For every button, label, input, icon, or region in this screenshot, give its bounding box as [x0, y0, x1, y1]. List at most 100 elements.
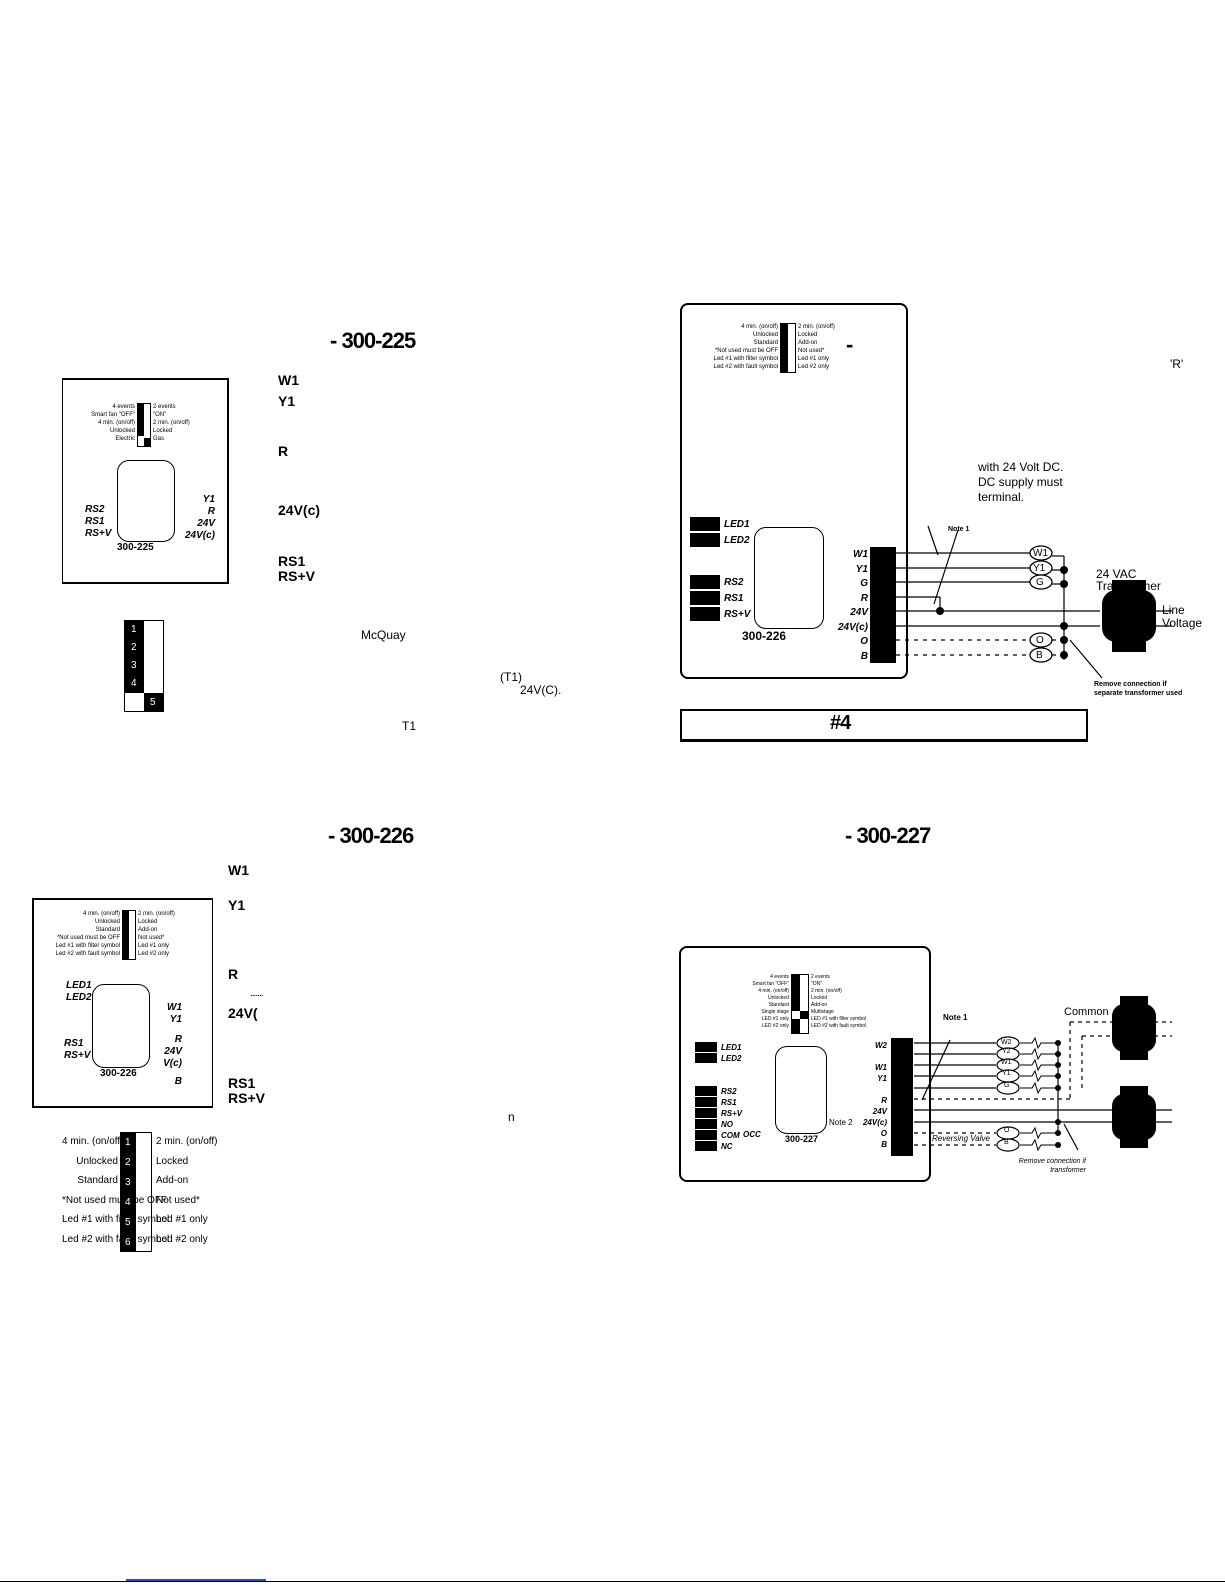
- dip-left-labels: 4 min. (on/off) Unlocked Standard *Not u…: [62, 1136, 170, 1245]
- dip-switch-block: [791, 974, 809, 1034]
- thermostat-panel-226: 4 min. (on/off) Unlocked Standard *Not u…: [32, 898, 213, 1108]
- figure4-thermostat: 4 min. (on/off) Unlocked Standard *Not u…: [680, 303, 908, 679]
- term-rs1: RS1: [228, 1075, 256, 1091]
- occ-label: OCC: [743, 1130, 761, 1139]
- wire-label-o-227: O: [1004, 1127, 1010, 1134]
- wire-label-g-227: G: [1004, 1082, 1010, 1089]
- wire-label-b-227: B: [1004, 1139, 1009, 1146]
- dip-switch-block: [122, 910, 136, 960]
- switch-right-labels: 2 events "ON" 2 min. (on/off) Locked Gas: [153, 404, 190, 442]
- dc-note-text: with 24 Volt DC. DC supply must terminal…: [978, 460, 1064, 504]
- term-y1: Y1: [278, 393, 296, 409]
- terminal-strip: [891, 1038, 913, 1156]
- header-dash: -: [846, 332, 853, 357]
- term-rsv: RS+V: [278, 568, 315, 584]
- switch-left-labels: 4 events Smart fan "OFF" 4 min. (on/off)…: [91, 404, 135, 442]
- thermostat-display: [775, 1046, 827, 1134]
- transformer-label: 24 VAC Transformer: [1096, 567, 1161, 593]
- figure4-wires: [896, 525, 1172, 679]
- switch-right-labels: 2 min. (on/off) Locked Add-on Not used* …: [798, 324, 835, 370]
- right-terminal-labels: W1 Y1 R 24V V(c) B: [163, 1002, 182, 1087]
- wire-labels-227: W2: [1001, 1039, 1012, 1046]
- thermostat-panel-225: 4 events Smart fan "OFF" 4 min. (on/off)…: [62, 378, 229, 584]
- wire-label-y1-227: Y1: [1002, 1070, 1011, 1077]
- term-w1: W1: [228, 862, 249, 878]
- dip-switch-detail-225: 1 2 3 4 5: [124, 620, 164, 712]
- right-terminal-labels: W1 Y1 G R 24V 24V(c) O B: [837, 549, 868, 662]
- wire-label-b: B: [1036, 650, 1043, 661]
- note-24vc: 24V(C).: [520, 683, 562, 697]
- figure-caption-box: #4: [680, 709, 1088, 742]
- dotted-stray: .......: [250, 988, 263, 999]
- rs-labels: RS2 RS1 RS+V: [724, 577, 751, 620]
- model-header-225: - 300-225: [330, 328, 416, 353]
- led-labels: LED1 LED2: [721, 1043, 742, 1063]
- note-t1-paren: (T1): [500, 670, 522, 684]
- thermostat-display: [117, 460, 175, 542]
- rs-labels: RS2 RS1 RS+V NO COM NC: [721, 1087, 743, 1151]
- transformer-icon-lower: [1112, 1086, 1156, 1148]
- terminal-strip: [870, 547, 896, 663]
- term-24vc: 24V(c): [278, 502, 321, 518]
- right-terminal-labels: W2 W1 Y1 R 24V 24V(c) O B: [862, 1041, 887, 1149]
- r-quote: 'R': [1170, 357, 1184, 371]
- model-label: 300-226: [742, 629, 787, 643]
- term-w1: W1: [278, 372, 299, 388]
- footer-link-underline[interactable]: [126, 1579, 266, 1581]
- rs-terminals: [690, 575, 720, 621]
- wire-label-y1: Y1: [1033, 563, 1046, 574]
- thermostat-display: [754, 527, 824, 629]
- dip-switch-block: [137, 403, 151, 447]
- model-header-226: - 300-226: [328, 823, 414, 848]
- wire-label-g: G: [1036, 577, 1044, 588]
- term-y1: Y1: [228, 897, 246, 913]
- switch-right-labels: 2 min. (on/off) Locked Add-on Not used* …: [138, 911, 175, 957]
- reversing-valve-label: Reversing Valve: [932, 1134, 990, 1143]
- dip-right-labels: 2 min. (on/off) Locked Add-on Not used* …: [156, 1136, 218, 1245]
- remove-connection-note: Remove connection if separate transforme…: [1094, 681, 1183, 697]
- transformer-icon: [1102, 580, 1156, 652]
- led-terminals: [695, 1042, 717, 1063]
- switch-left-labels: 4 min. (on/off) Unlocked Standard *Not u…: [713, 324, 778, 370]
- rs-labels: RS1 RS+V: [64, 1038, 91, 1061]
- note1-label-227: Note 1: [943, 1013, 968, 1022]
- model-label: 300-226: [100, 1068, 137, 1079]
- model-label: 300-225: [117, 542, 154, 553]
- common-label: Common: [1064, 1006, 1109, 1018]
- wire-label-o: O: [1036, 635, 1044, 646]
- term-r: R: [228, 966, 239, 982]
- term-rsv: RS+V: [228, 1090, 265, 1106]
- model-label: 300-227: [785, 1134, 819, 1144]
- dip-switch-block: [780, 323, 796, 373]
- line-voltage-label: Line Voltage: [1162, 603, 1203, 630]
- wire-label-w1: W1: [1033, 548, 1048, 559]
- figure227-thermostat: 4 events Smart fan "OFF" 4 min. (on/off)…: [679, 946, 931, 1182]
- rs-terminals: [695, 1086, 717, 1151]
- led-labels: LED1 LED2: [66, 980, 92, 1003]
- footer-rule: [0, 1581, 1225, 1582]
- note2-label: Note 2: [829, 1118, 853, 1127]
- led-labels: LED1 LED2: [724, 519, 750, 546]
- note-mcquay: McQuay: [361, 628, 406, 642]
- switch-left-labels: 4 events Smart fan "OFF" 4 min. (on/off)…: [752, 974, 789, 1029]
- thermostat-display: [92, 984, 150, 1068]
- term-r: R: [278, 443, 289, 459]
- right-terminal-labels: Y1 R 24V 24V(c): [184, 494, 215, 541]
- note1-label: Note 1: [948, 526, 970, 533]
- figure-number: #4: [830, 712, 851, 734]
- wire-label-w1-227: W1: [1001, 1059, 1012, 1066]
- left-terminal-labels: RS2 RS1 RS+V: [85, 504, 112, 539]
- led-terminals: [690, 517, 720, 547]
- switch-left-labels: 4 min. (on/off) Unlocked Standard *Not u…: [55, 911, 120, 957]
- transformer-icon-upper: [1112, 996, 1156, 1060]
- model-header-227: - 300-227: [845, 823, 931, 848]
- switch-right-labels: 2 events "ON" 2 min. (on/off) Locked Add…: [811, 974, 867, 1029]
- dip-switch-column: 1 2 3 4 5 6: [120, 1132, 152, 1252]
- term-rs1: RS1: [278, 553, 306, 569]
- note-t1: T1: [402, 719, 417, 733]
- stray-n: n: [508, 1110, 515, 1124]
- term-24v: 24V(: [228, 1005, 258, 1021]
- wire-label-y2: Y2: [1002, 1048, 1011, 1055]
- remove-connection-note-227: Remove connection if transformer: [1018, 1158, 1086, 1174]
